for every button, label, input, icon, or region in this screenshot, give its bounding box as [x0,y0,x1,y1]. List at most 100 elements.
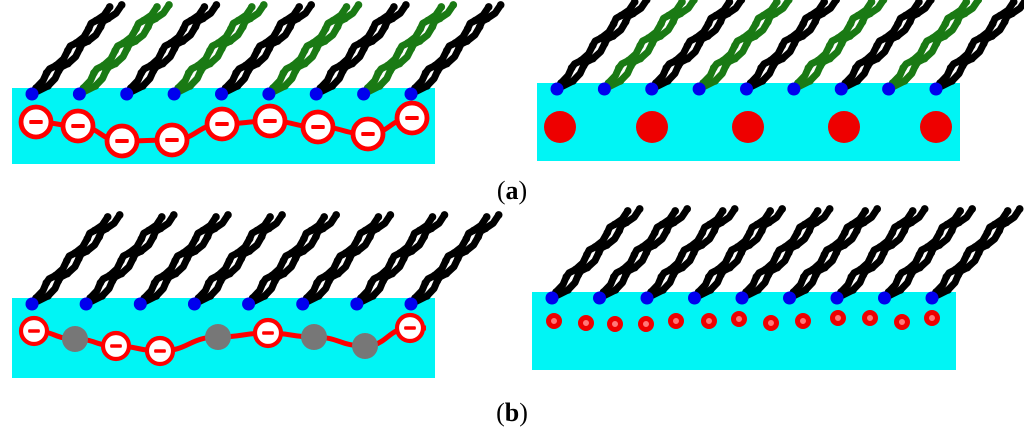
panel-a-right-surfactant-2 [645,0,746,96]
label-a-close: ) [518,176,528,205]
panel-a-right-surfactant-1-tail-1-bead-6 [648,39,656,48]
panel-a-right-surfactant-5-tail-0-bead-6 [825,41,834,50]
panel-a-left-surfactant-8-tail-0-bead-10 [463,25,472,33]
panel-a-right-surfactant-7-tail-1-bead-8 [940,32,949,40]
panel-b-right-surfactant-5 [783,205,881,305]
panel-b-left-surfactant-0-tail-1-bead-4 [63,269,72,278]
panel-a-right-surfactant-4-tail-1-bead-6 [790,39,798,48]
panel-b-left-surfactant-4-tail-1-bead-14 [332,211,341,219]
panel-b-right-surfactant-8-tail-0-bead-10 [983,229,992,237]
panel-b-left-surfactant-3-head [187,297,201,311]
panel-a-right-surfactant-8 [929,0,1024,96]
panel-b-left-surfactant-6 [350,211,449,311]
panel-b-right-surfactant-0-tail-0-bead-10 [603,229,612,237]
panel-a-left-surfactant-6-tail-1-bead-12 [388,14,397,23]
panel-b-left-surfactant-2-tail-1-bead-12 [211,224,219,233]
panel-a-right-surfactant-5-tail-1-bead-10 [858,18,867,26]
panel-a-left-surfactant-5-tail-0-bead-14 [342,3,351,11]
panel-b-right-surfactant-3-tail-1-bead-2 [717,271,725,279]
panel-a-right-surfactant-6-tail-1-bead-12 [913,9,922,18]
panel-b-right-surfactant-1-tail-1-bead-12 [670,218,678,227]
panel-b-left-monomer-5-minus-sign [262,331,274,335]
panel-b-right-surfactant-5-tail-1-bead-4 [821,263,829,272]
panel-a-right-surfactant-6-tail-1-bead-4 [873,54,882,63]
panel-b [12,205,1024,378]
panel-a-right-surfactant-8-tail-0-bead-10 [988,20,997,28]
panel-a-left-surfactant-2-tail-1-bead-8 [179,37,187,45]
panel-a-right-surfactant-3-tail-1-bead-4 [731,54,739,63]
panel-b-left-monomer-1-neutral [62,326,88,352]
panel-b-right-surfactant-0-tail-1-bead-0 [564,286,572,294]
panel-b-small-ion-monolayer [532,205,1024,370]
panel-b-copolymer-monolayer [12,211,503,378]
panel-a-left-surfactant-0 [25,1,126,101]
panel-a-right-surfactant-6-tail-1-bead-14 [927,0,935,4]
panel-b-left-surfactant-7-tail-1-bead-14 [494,211,503,219]
panel-a-left-monomer-7-minus-sign [361,132,375,136]
panel-a-left-surfactant-7-tail-0-bead-10 [416,25,425,33]
panel-a-right-surfactant-3-tail-0-bead-6 [731,41,739,50]
panel-a-right-surfactant-0-head [550,82,564,96]
panel-a-left-surfactant-2-tail-1-bead-12 [199,14,207,23]
panel-b-left-surfactant-5-tail-0-bead-2 [313,279,321,287]
panel-b-left-monomer-6-neutral [301,324,327,350]
panel-a-right-surfactant-4-tail-0-bead-2 [757,64,765,72]
panel-b-right-counterion-9 [830,310,846,326]
panel-b-left-surfactant-2-tail-0-bead-10 [191,235,200,243]
panel-b-left-surfactant-1-tail-0-bead-6 [117,256,125,265]
panel-b-left-surfactant-2-tail-1-bead-14 [224,211,232,219]
panel-b-right-surfactant-7-tail-1-bead-0 [896,286,905,294]
panel-b-right-surfactant-0 [545,205,644,305]
panel-b-left-surfactant-3-tail-0-bead-12 [253,226,261,235]
panel-a-left-surfactant-0-tail-1-bead-14 [117,1,126,9]
panel-a-right-surfactant-1-tail-1-bead-8 [656,32,665,40]
panel-a-left-surfactant-6-tail-1-bead-14 [402,1,410,9]
panel-a-right-surfactant-1-tail-1-bead-12 [676,9,685,18]
panel-b-right-surfactant-8-tail-1-bead-14 [1015,205,1024,213]
panel-a-left-surfactant-3-tail-0-bead-6 [206,46,214,55]
panel-b-right-surfactant-3-tail-1-bead-0 [706,286,715,294]
panel-a-right-surfactant-0-tail-1-bead-0 [569,77,577,85]
panel-a-right-surfactant-5-tail-1-bead-6 [837,39,846,48]
panel-a-right-surfactant-0-tail-0-bead-12 [617,11,625,20]
panel-b-right-surfactant-4-tail-0-bead-14 [813,207,822,215]
panel-a-left-surfactant-8-tail-1-bead-12 [483,14,492,23]
panel-b-left-surfactant-3-tail-0-bead-2 [204,279,213,287]
panel-a-left-surfactant-2 [120,1,221,101]
panel-b-right-counterion-0 [546,313,562,329]
panel-b-right-surfactant-8-tail-1-bead-0 [944,286,952,294]
panel-a-right-surfactant-3-tail-1-bead-2 [721,62,730,70]
panel-a-right-surfactant-0-tail-1-bead-6 [600,39,609,48]
panel-a-right-surfactant-5-tail-0-bead-12 [854,11,862,20]
panel-a-left-monomer-0-minus-sign [29,120,43,124]
panel-b-right-surfactant-7-tail-1-bead-4 [916,263,924,272]
panel-b-right-surfactant-7-tail-1-bead-14 [968,205,976,213]
panel-b-right-surfactant-1-tail-0-bead-12 [658,220,666,229]
panel-a-left-surfactant-8-tail-0-bead-12 [471,16,480,25]
panel-b-right-surfactant-0-tail-1-bead-14 [635,205,644,213]
panel-a-right-counterion-3 [828,111,860,143]
panel-a-right-surfactant-2-tail-0-bead-6 [683,41,692,50]
panel-b-right-surfactant-8-tail-0-bead-2 [942,273,951,281]
panel-a-left-surfactant-6-head [309,87,323,101]
panel-a-left-monomer-1-minus-sign [71,124,85,128]
panel-b-left-surfactant-7 [404,211,503,311]
panel-b-right-counterion-2 [607,316,623,332]
panel-a-left-surfactant-6-tail-1-bead-10 [381,23,389,31]
panel-b-right-surfactant-0-tail-0-bead-2 [562,273,571,281]
panel-b-left-surfactant-4-tail-0-bead-10 [300,235,308,243]
panel-b-left-surfactant-3-tail-1-bead-0 [206,292,215,300]
panel-b-left-surfactant-0-tail-0-bead-12 [90,226,99,235]
panel-a-right-surfactant-5-head [787,82,801,96]
panel-b-right-surfactant-7-tail-1-bead-12 [955,218,963,227]
panel-a-right-surfactant-7-tail-1-bead-14 [974,0,983,4]
panel-a-right-surfactant-4 [740,0,840,96]
panel-a-right-surfactant-6-tail-0-bead-6 [873,41,881,50]
panel-b-left-surfactant-1 [79,211,178,311]
panel-b-left-surfactant-1-tail-1-bead-4 [117,269,126,278]
panel-b-right-surfactant-6-tail-1-bead-2 [859,271,868,279]
panel-a-right-surfactant-5-tail-1-bead-4 [826,54,834,63]
panel-a-right-surfactant-6-tail-0-bead-12 [901,11,910,20]
panel-b-right-surfactant-6-head [830,291,844,305]
panel-a-right-surfactant-2-tail-0-bead-2 [662,64,671,72]
